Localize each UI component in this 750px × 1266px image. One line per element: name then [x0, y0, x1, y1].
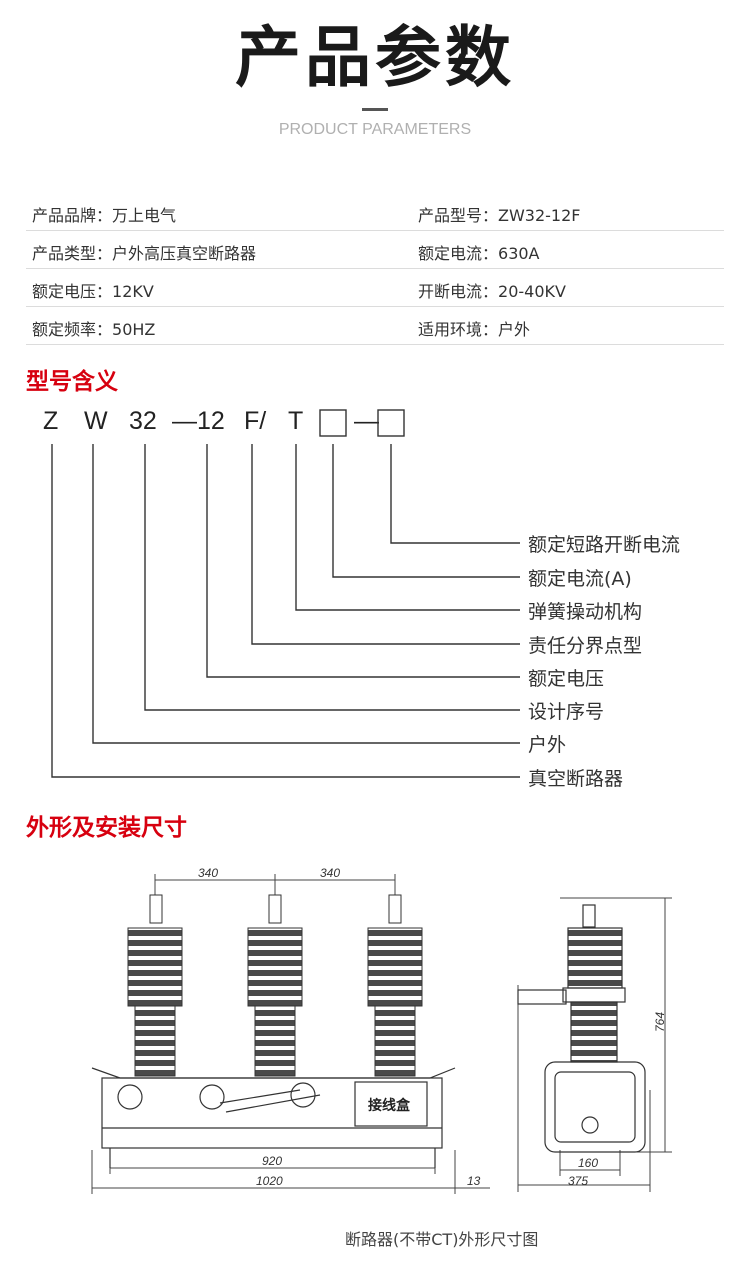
model-code-diagram — [51, 409, 520, 778]
drawing-heading: 外形及安装尺寸 — [26, 815, 187, 841]
param-cell: 产品类型：户外高压真空断路器 — [32, 244, 257, 263]
model-char-32: 32 — [129, 407, 157, 435]
leader-line — [390, 444, 520, 544]
param-row: 产品品牌：万上电气 产品型号：ZW32-12F — [26, 193, 724, 231]
side-view — [517, 904, 646, 1153]
leader-line — [295, 444, 520, 611]
leader-line — [332, 444, 520, 578]
drawing-caption: 断路器(不带CT)外形尺寸图 — [345, 1230, 539, 1249]
param-cell: 额定电流：630A — [418, 244, 540, 263]
dim-label: 13 — [467, 1174, 481, 1188]
meaning-item: 额定电流(A) — [528, 568, 632, 590]
leader-line — [251, 444, 520, 645]
meaning-item: 责任分界点型 — [528, 635, 643, 657]
meaning-item: 弹簧操动机构 — [528, 601, 643, 623]
leader-line — [51, 444, 520, 778]
insulator-column — [127, 894, 183, 1077]
model-char-12: —12 — [172, 407, 225, 435]
meaning-item: 额定短路开断电流 — [528, 534, 681, 556]
dim-label: 1020 — [256, 1174, 283, 1188]
placeholder-box — [319, 409, 347, 437]
model-char-z: Z — [43, 407, 59, 435]
page-title: 产品参数 — [235, 19, 515, 96]
leader-line — [206, 444, 520, 678]
param-cell: 额定电压：12KV — [32, 282, 154, 301]
placeholder-box — [377, 409, 405, 437]
leader-line — [92, 444, 520, 744]
page-subtitle: PRODUCT PARAMETERS — [278, 121, 472, 138]
meaning-item: 设计序号 — [528, 701, 605, 723]
meaning-item: 额定电压 — [528, 668, 605, 690]
junction-box-label: 接线盒 — [368, 1098, 410, 1114]
dim-label: 340 — [320, 866, 341, 880]
leader-line — [144, 444, 520, 711]
dim-label: 920 — [262, 1154, 283, 1168]
param-cell: 产品品牌：万上电气 — [32, 206, 177, 225]
model-char-t: T — [288, 407, 304, 435]
dim-label: 160 — [578, 1156, 599, 1170]
title-divider — [362, 108, 388, 111]
params-table: 产品品牌：万上电气 产品型号：ZW32-12F 产品类型：户外高压真空断路器 额… — [26, 193, 724, 345]
dim-label: 340 — [198, 866, 219, 880]
param-row: 额定电压：12KV 开断电流：20-40KV — [26, 269, 724, 307]
param-row: 额定频率：50HZ 适用环境：户外 — [26, 307, 724, 345]
model-char-w: W — [84, 407, 108, 435]
param-row: 产品类型：户外高压真空断路器 额定电流：630A — [26, 231, 724, 269]
model-char-f: F/ — [244, 407, 267, 435]
model-char-dash: — — [354, 407, 379, 435]
meaning-item: 真空断路器 — [528, 768, 624, 790]
param-cell: 额定频率：50HZ — [32, 320, 156, 339]
insulator-column — [367, 894, 423, 1077]
param-cell: 适用环境：户外 — [418, 320, 531, 339]
param-cell: 开断电流：20-40KV — [418, 282, 566, 301]
dim-label: 764 — [653, 1011, 668, 1033]
param-cell: 产品型号：ZW32-12F — [418, 206, 581, 225]
junction-box — [354, 1081, 428, 1127]
insulator-column — [247, 894, 303, 1077]
meaning-item: 户外 — [528, 734, 567, 756]
model-heading: 型号含义 — [26, 369, 118, 395]
dim-label: 375 — [568, 1174, 589, 1188]
